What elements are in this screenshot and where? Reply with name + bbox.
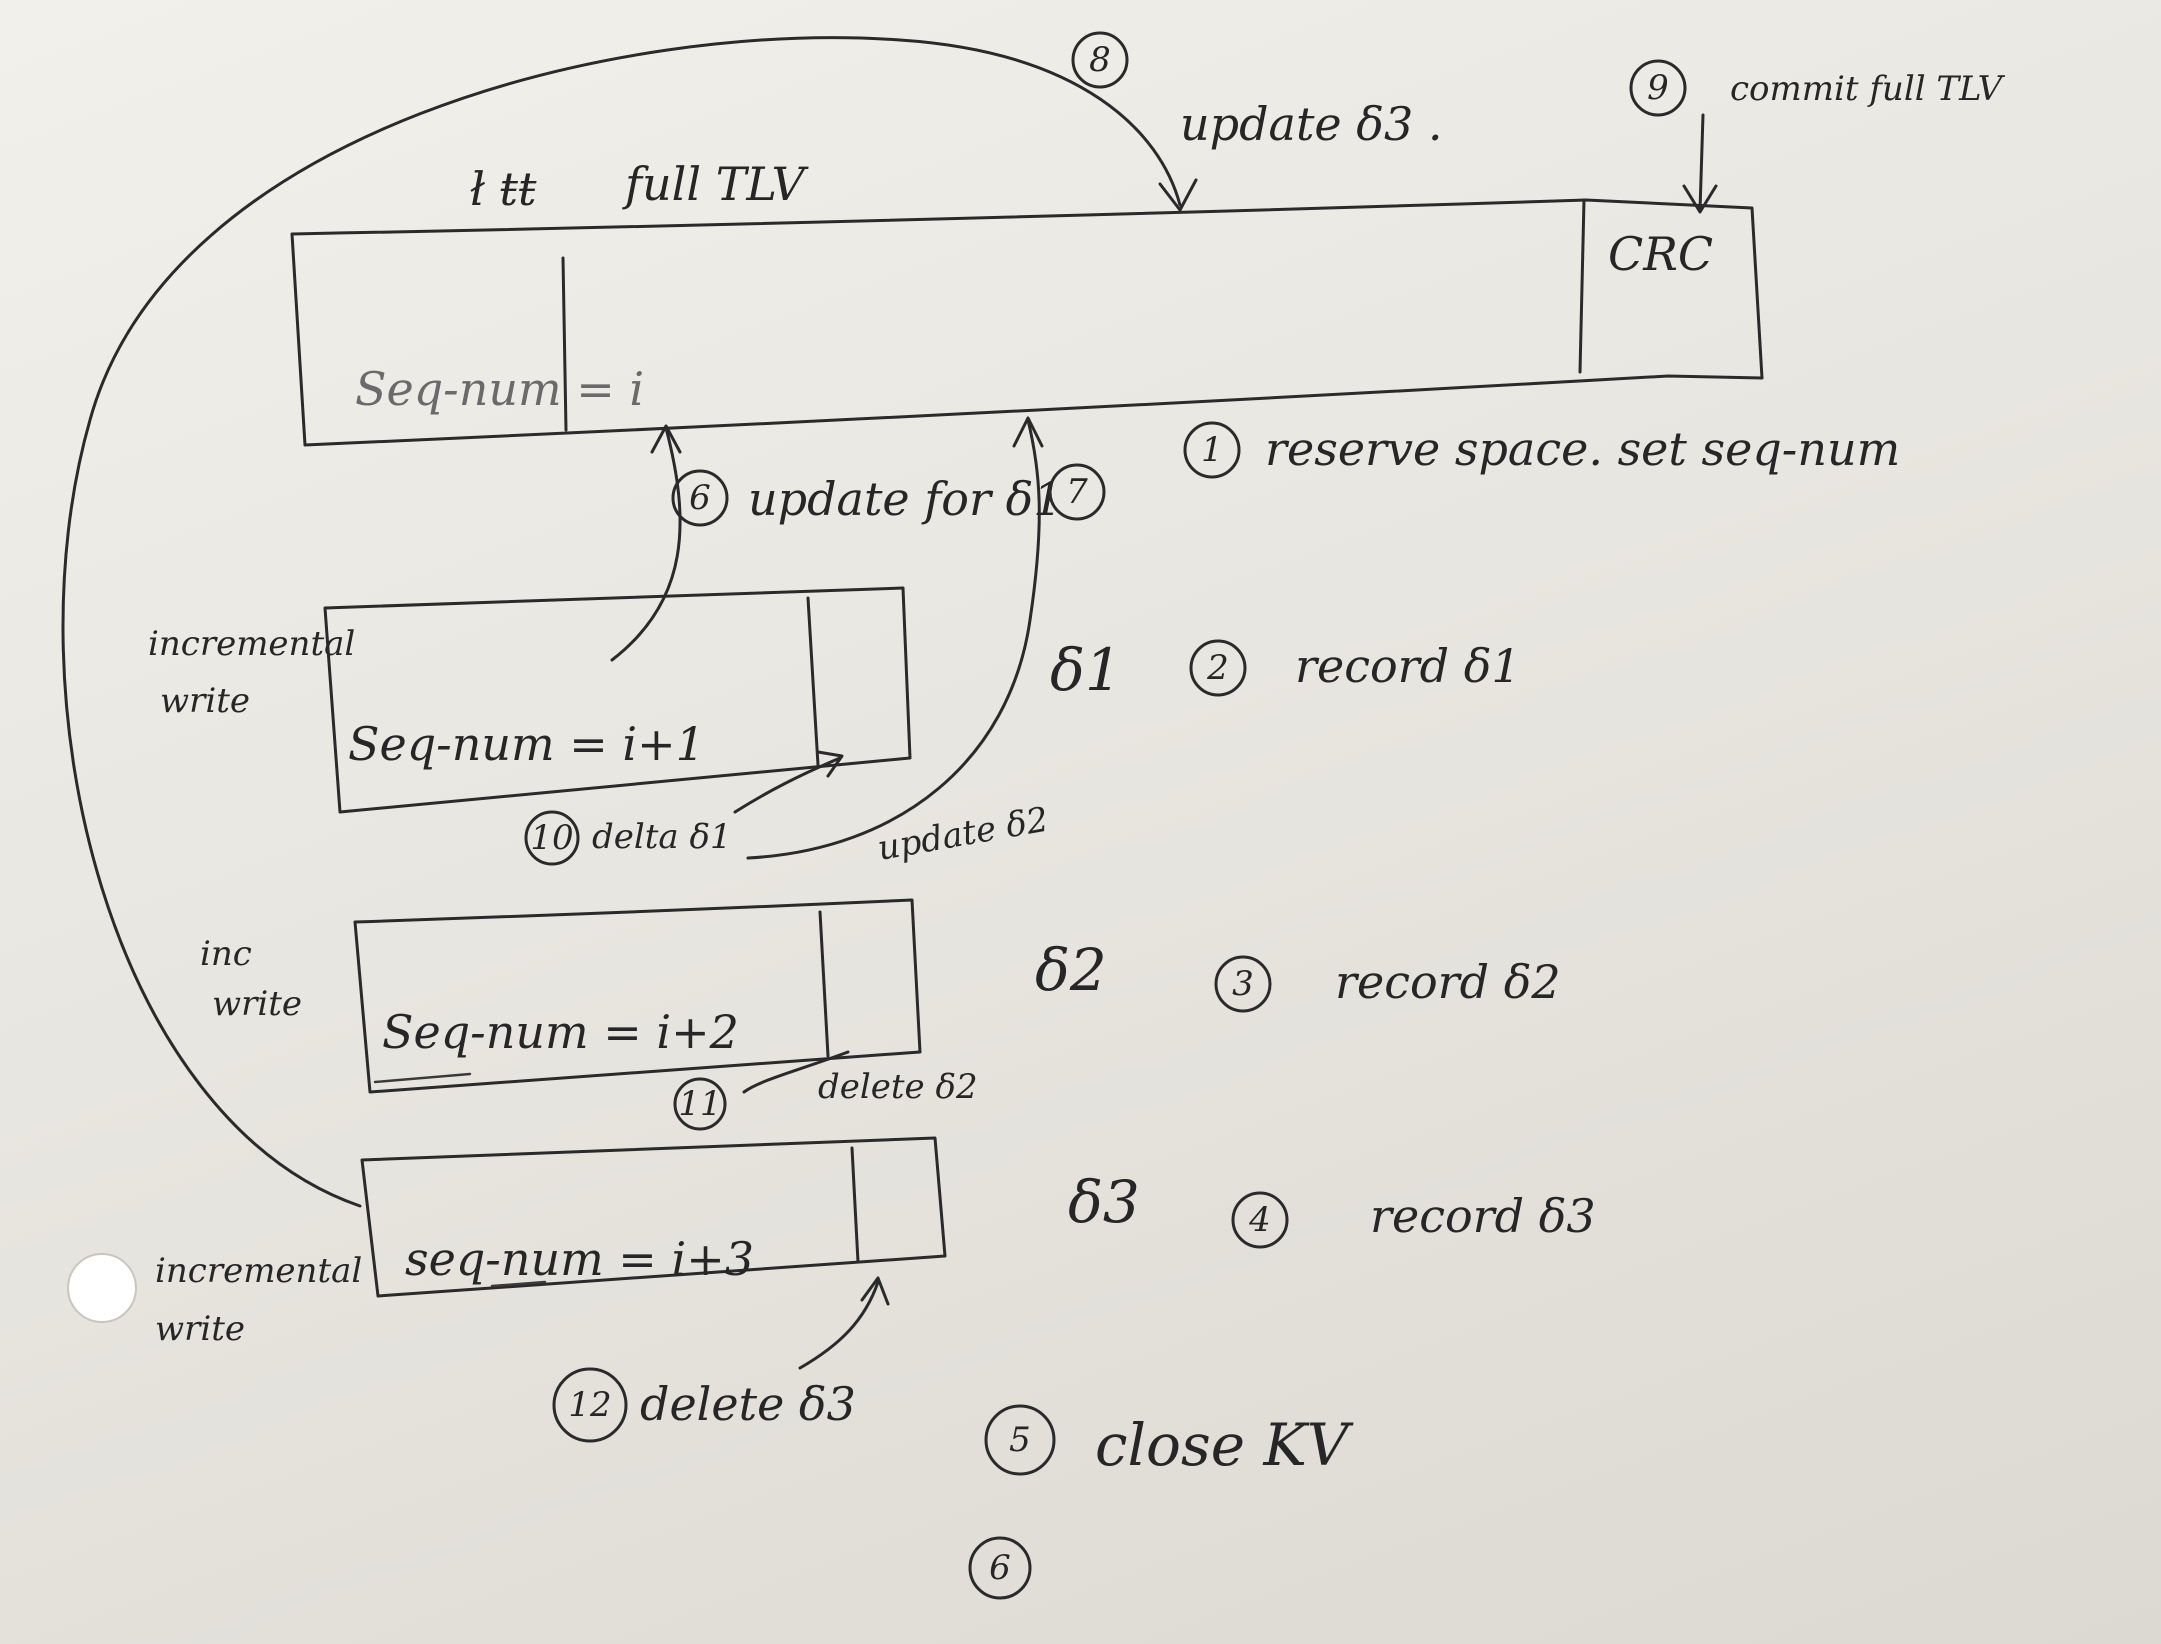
step-3-number: 3 [1232, 964, 1254, 1004]
inc-write-3-divider [850, 1146, 860, 1264]
step-6-number: 6 [689, 478, 711, 518]
update-delta2-text: update δ2 [875, 800, 1052, 869]
step-3-text: record δ2 [1335, 955, 1561, 1009]
step-12-number: 12 [568, 1385, 611, 1425]
step-10-text: delta δ1 [592, 817, 732, 857]
step-6-circle [671, 469, 729, 527]
step-6b-number: 6 [989, 1548, 1011, 1588]
inc2-label-line2: write [212, 984, 302, 1024]
delta3-side-label: δ3 [1068, 1168, 1140, 1236]
commit-arrowhead [1682, 184, 1718, 214]
inc3-underline [490, 1280, 547, 1288]
full-seq-num: Seq-num = i [355, 362, 644, 416]
step-9-text: commit full TLV [1730, 69, 2006, 109]
inc3-label-line2: write [155, 1309, 245, 1349]
inc-write-2-divider [818, 910, 830, 1058]
delete-delta2-arrow [742, 1050, 850, 1094]
step-2-circle [1189, 639, 1247, 697]
delta1-arrowhead [816, 750, 844, 778]
step-1-number: 1 [1201, 430, 1223, 470]
step-1-text: reserve space. set seq-num [1265, 422, 1900, 476]
inc1-seq-num: Seq-num = i+1 [348, 717, 705, 771]
delete-delta3-arrowhead [860, 1276, 890, 1306]
inc-write-2-box [353, 898, 922, 1094]
step-8-number: 8 [1089, 40, 1111, 80]
step-7-number: 7 [1066, 472, 1088, 512]
delta1-side-label: δ1 [1050, 636, 1122, 704]
update-delta2-arc [746, 418, 1041, 860]
inc-write-1-divider [806, 596, 820, 767]
step-5-number: 5 [1009, 1420, 1031, 1460]
step-4-number: 4 [1248, 1200, 1271, 1240]
step-9-number: 9 [1647, 68, 1669, 108]
full-tlv-seq-divider [561, 256, 568, 432]
step-5-circle [984, 1404, 1056, 1476]
step-8-text: update δ3 . [1180, 97, 1442, 151]
step-11-text: delete δ2 [818, 1067, 978, 1107]
update-delta1-arrow [610, 426, 682, 662]
update-delta2-arrowhead [1012, 416, 1044, 448]
update-delta3-arc [61, 36, 1182, 1208]
punch-hole [67, 1253, 137, 1323]
step-12-circle [552, 1367, 628, 1443]
delete-delta3-arrow [798, 1280, 880, 1370]
step-2-text: record δ1 [1295, 639, 1521, 693]
step-8-circle [1071, 31, 1129, 89]
full-tlv-title: full TLV [622, 157, 809, 211]
step-10-circle [524, 810, 580, 866]
step-4-circle [1231, 1191, 1289, 1249]
inc-write-1-box [323, 586, 912, 814]
step-5-text: close KV [1095, 1411, 1354, 1479]
scribble-mark: ł ŧŧ [470, 162, 537, 216]
step-6-text: update for δ1 [748, 472, 1063, 526]
step-3-circle [1214, 955, 1272, 1013]
inc1-label-line2: write [160, 681, 250, 721]
full-tlv-box [290, 198, 1764, 447]
delta1-arrow [733, 756, 842, 814]
inc-write-3-box [360, 1136, 947, 1298]
step-6b-circle [968, 1536, 1032, 1600]
step-11-number: 11 [678, 1084, 721, 1124]
step-4-text: record δ3 [1370, 1189, 1596, 1243]
full-tlv-crc-divider [1578, 198, 1586, 374]
step-11-circle [673, 1077, 727, 1131]
step-2-number: 2 [1206, 648, 1229, 688]
inc2-underline [373, 1072, 472, 1084]
inc3-label-line1: incremental [155, 1251, 362, 1291]
step-7-circle [1048, 463, 1106, 521]
update-delta3-arrowhead [1158, 178, 1198, 212]
inc2-seq-num: Seq-num = i+2 [382, 1005, 739, 1059]
crc-label: CRC [1608, 227, 1713, 281]
step-9-circle [1629, 59, 1687, 117]
step-12-text: delete δ3 [640, 1377, 856, 1431]
inc2-label-line1: inc [200, 934, 252, 974]
commit-arrow-line [1698, 113, 1705, 212]
inc3-seq-num: seq-num = i+3 [405, 1232, 754, 1286]
step-1-circle [1183, 421, 1241, 479]
update-delta1-arrowhead [650, 424, 682, 454]
step-10-number: 10 [530, 818, 573, 858]
inc1-label-line1: incremental [148, 624, 355, 664]
delta2-side-label: δ2 [1035, 936, 1107, 1004]
